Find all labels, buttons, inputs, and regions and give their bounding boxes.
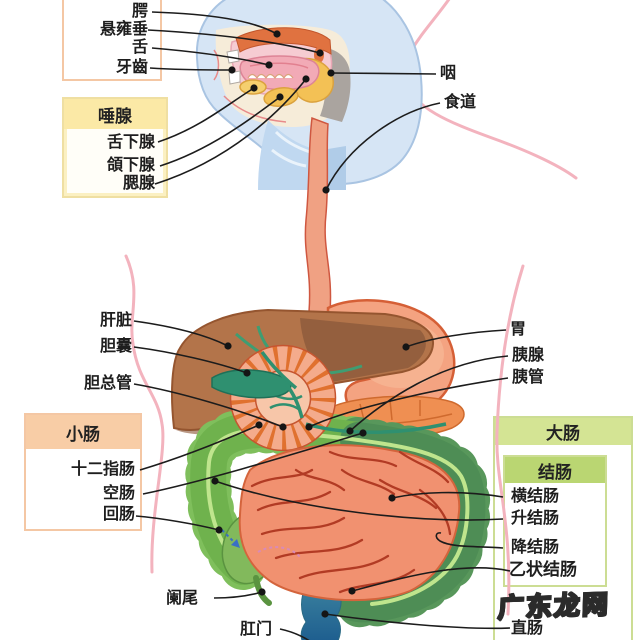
small-intestine-box-header: 小肠 [26,415,140,449]
small-intestine-title: 小肠 [66,424,100,444]
rectum-shape [300,578,342,640]
esophagus-shape [304,116,332,313]
label-ileum: 回肠 [102,506,135,523]
salivary-glands-box-header: 唾腺 [64,99,166,129]
stomach-shape [326,299,456,420]
cecum-appendix-shape [221,511,279,606]
label-gallbladder: 胆囊 [99,338,132,355]
gallbladder-shape [211,350,447,434]
label-transverse-colon: 横结肠 [511,488,560,505]
salivary-glands-box-content [67,129,163,193]
watermark: 广东龙网 [496,588,611,624]
label-pancreas: 胰腺 [512,347,545,364]
label-tongue: 舌 [131,39,148,56]
label-uvula: 悬雍垂 [99,21,148,38]
label-pharynx: 咽 [440,65,457,82]
label-parotid-gland: 腮腺 [122,175,155,192]
label-stomach: 胃 [510,321,527,338]
label-sublingual-gland: 舌下腺 [106,134,155,151]
label-ascending-colon: 升结肠 [511,510,560,527]
colon-shape [185,407,491,628]
label-palate: 腭 [131,3,148,20]
label-teeth: 牙齒 [115,59,148,76]
liver-shape [171,308,435,435]
label-esophagus: 食道 [444,94,477,111]
duodenum-shape [229,344,337,452]
leader-dots [211,30,410,618]
label-duodenum: 十二指肠 [70,461,135,478]
label-rectum: 直肠 [511,620,544,637]
head-illustration [195,0,423,190]
label-jejunum: 空肠 [102,485,135,502]
pancreas-shape [324,395,465,441]
colon-box-header: 结肠 [505,457,605,483]
label-submandibular-gland: 頜下腺 [106,157,155,174]
label-anus: 肛门 [240,621,273,638]
label-liver: 肝脏 [99,312,132,329]
salivary-glands-title: 唾腺 [98,106,132,126]
small-intestine-shape [238,444,461,602]
label-sigmoid-colon: 乙状结肠 [509,560,577,579]
label-appendix: 阑尾 [166,590,199,607]
flow-arrow-icon [221,529,301,558]
label-pancreatic-duct: 胰管 [512,369,545,386]
colon-title: 结肠 [538,462,572,482]
large-intestine-title: 大肠 [546,424,580,443]
label-common-bile-duct: 胆总管 [83,375,132,392]
label-descending-colon: 降结肠 [511,539,560,556]
large-intestine-box-header: 大肠 [495,418,631,445]
